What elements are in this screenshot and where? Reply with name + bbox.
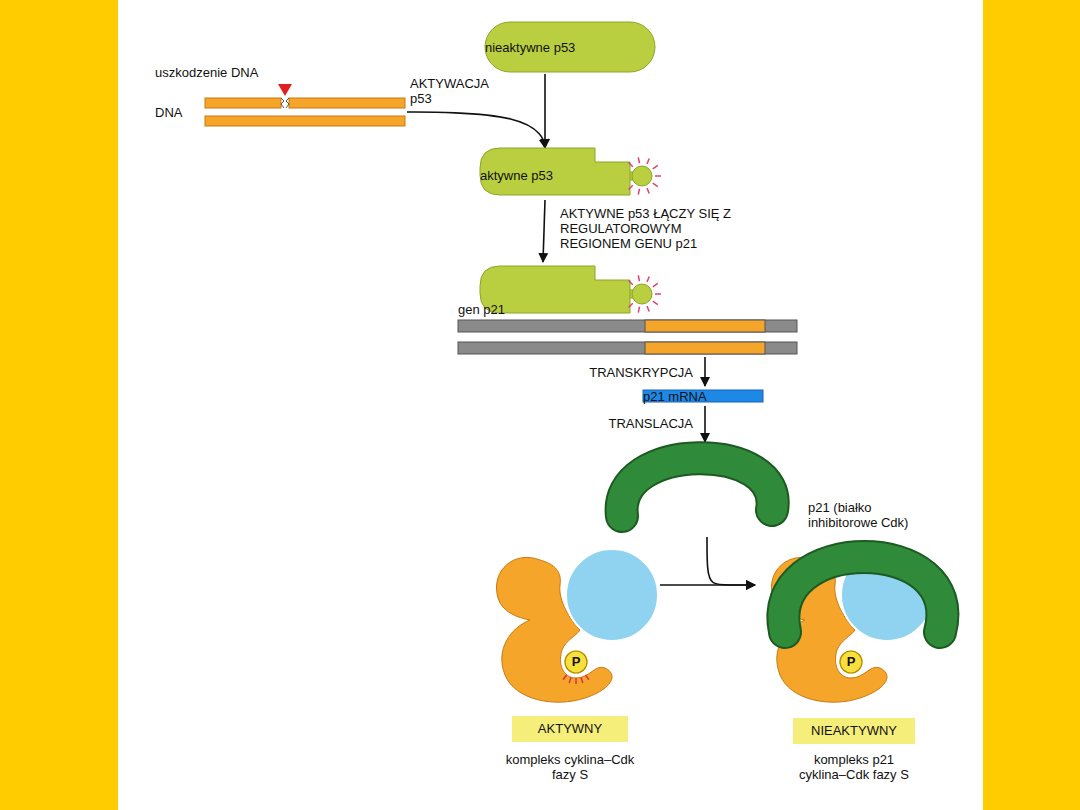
node-label: NIEAKTYWNY bbox=[793, 718, 915, 744]
active-p53: aktywne p53 bbox=[480, 148, 770, 200]
p21-gene: gen p21 bbox=[458, 262, 800, 357]
node-label: aktywne p53 bbox=[480, 168, 553, 183]
arrow-connector bbox=[407, 112, 545, 148]
p21-protein: p21 (białko inhibitorowe Cdk) bbox=[600, 442, 930, 537]
phosphate-label: P bbox=[564, 650, 588, 674]
node-label: nieaktywne p53 bbox=[485, 40, 575, 55]
node-label: DNA bbox=[155, 105, 182, 120]
arrow-connector bbox=[544, 74, 546, 148]
side-bar bbox=[0, 0, 118, 810]
arrow-connector bbox=[704, 357, 706, 386]
edge-label: AKTYWACJA p53 bbox=[410, 76, 502, 106]
node-label: gen p21 bbox=[458, 302, 505, 317]
node-label: kompleks cyklina–Cdk fazy S bbox=[495, 752, 645, 782]
arrow-connector bbox=[660, 584, 755, 586]
node-label: AKTYWNY bbox=[512, 716, 628, 742]
node-label: p21 mRNA bbox=[643, 389, 707, 404]
edge-label: TRANSLACJA bbox=[575, 416, 693, 431]
active-complex: AKTYWNY kompleks cyklina–Cdk fazy S bbox=[480, 540, 660, 790]
p21-mrna: p21 mRNA bbox=[643, 386, 863, 406]
node-label: p21 (białko inhibitorowe Cdk) bbox=[808, 500, 926, 530]
arrow-connector bbox=[543, 200, 545, 262]
inactive-complex: NIEAKTYWNY kompleks p21 cyklina–Cdk fazy … bbox=[755, 540, 960, 790]
dna-damage: uszkodzenie DNA DNA bbox=[155, 65, 407, 135]
edge-label: TRANSKRYPCJA bbox=[575, 365, 693, 380]
node-label: uszkodzenie DNA bbox=[155, 65, 258, 80]
node-illustration bbox=[458, 262, 800, 357]
node-label: kompleks p21 cyklina–Cdk fazy S bbox=[790, 752, 918, 782]
inactive-p53: nieaktywne p53 bbox=[485, 20, 775, 74]
arrow-connector bbox=[707, 537, 755, 585]
arrow-connector bbox=[704, 406, 706, 442]
side-bar bbox=[983, 0, 1080, 810]
phosphate-label: P bbox=[839, 650, 863, 674]
edge-label: AKTYWNE p53 ŁĄCZY SIĘ Z REGULATOROWYM RE… bbox=[560, 206, 752, 251]
